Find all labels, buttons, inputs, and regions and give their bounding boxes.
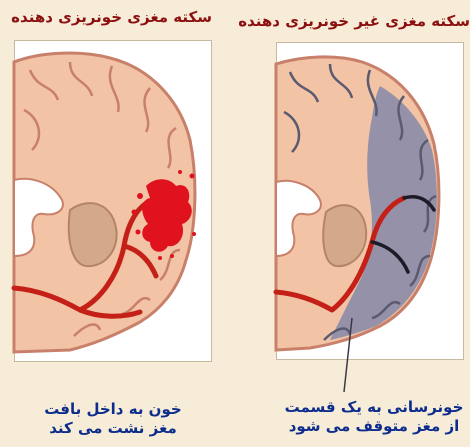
right-panel-caption: خونرسانی به یک قسمت از مغز متوقف می شود xyxy=(282,398,466,436)
right-brain-illustration xyxy=(276,57,439,392)
left-panel-title: سکته مغزی خونریزی دهنده xyxy=(14,8,212,26)
left-panel-caption: خون به داخل بافت مغز نشت می کند xyxy=(38,400,188,438)
left-deep-nuclei xyxy=(69,203,117,266)
right-panel-title: سکته مغزی غیر خونریزی دهنده xyxy=(264,12,470,30)
left-brain-illustration xyxy=(14,53,196,352)
